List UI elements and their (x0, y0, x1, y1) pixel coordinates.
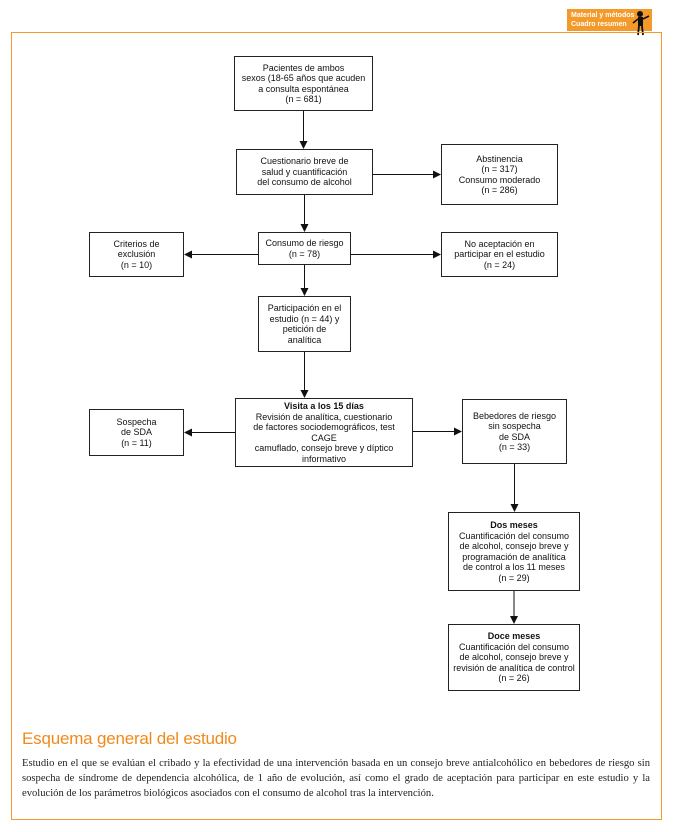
node-body: No aceptación en participar en el estudi… (454, 238, 545, 270)
badge-line-1: Material y métodos (571, 12, 635, 19)
node-body: Participación en el estudio (n = 44) y p… (267, 303, 342, 345)
node-body: Criterios de exclusión (n = 10) (113, 238, 160, 270)
caption-text: Estudio en el que se evalúan el cribado … (22, 758, 650, 799)
node-cuestionario: Cuestionario breve de salud y cuantifica… (236, 149, 373, 195)
node-pacientes: Pacientes de ambos sexos (18-65 años que… (234, 56, 373, 111)
node-participacion: Participación en el estudio (n = 44) y p… (258, 296, 351, 352)
node-body: Cuantificación del consumo de alcohol, c… (453, 641, 575, 684)
section-badge: Material y métodos Cuadro resumen (567, 9, 652, 36)
node-bebedores: Bebedores de riesgo sin sospecha de SDA … (462, 399, 567, 464)
node-body: Revisión de analítica, cuestionario de f… (253, 411, 395, 464)
node-consumo-riesgo: Consumo de riesgo (n = 78) (258, 232, 351, 265)
node-body: Pacientes de ambos sexos (18-65 años que… (241, 62, 366, 105)
person-pointing-icon (632, 11, 650, 36)
content-frame (11, 32, 662, 820)
node-body: Sospecha de SDA (n = 11) (116, 416, 157, 448)
caption-title: Esquema general del estudio (22, 729, 237, 748)
node-body: Consumo de riesgo (n = 78) (265, 238, 344, 259)
node-abstinencia: Abstinencia (n = 317) Consumo moderado (… (441, 144, 558, 205)
node-sospecha: Sospecha de SDA (n = 11) (89, 409, 184, 456)
node-title: Dos meses (490, 520, 538, 530)
node-title: Visita a los 15 días (284, 401, 364, 411)
badge-line-2: Cuadro resumen (571, 21, 627, 28)
node-title: Doce meses (487, 631, 541, 642)
node-body: Bebedores de riesgo sin sospecha de SDA … (472, 410, 557, 453)
node-body: Cuestionario breve de salud y cuantifica… (257, 156, 352, 188)
node-body: Abstinencia (n = 317) Consumo moderado (… (458, 153, 541, 196)
node-body: Cuantificación del consumo de alcohol, c… (458, 530, 570, 583)
node-no-aceptacion: No aceptación en participar en el estudi… (441, 232, 558, 277)
node-criterios: Criterios de exclusión (n = 10) (89, 232, 184, 277)
